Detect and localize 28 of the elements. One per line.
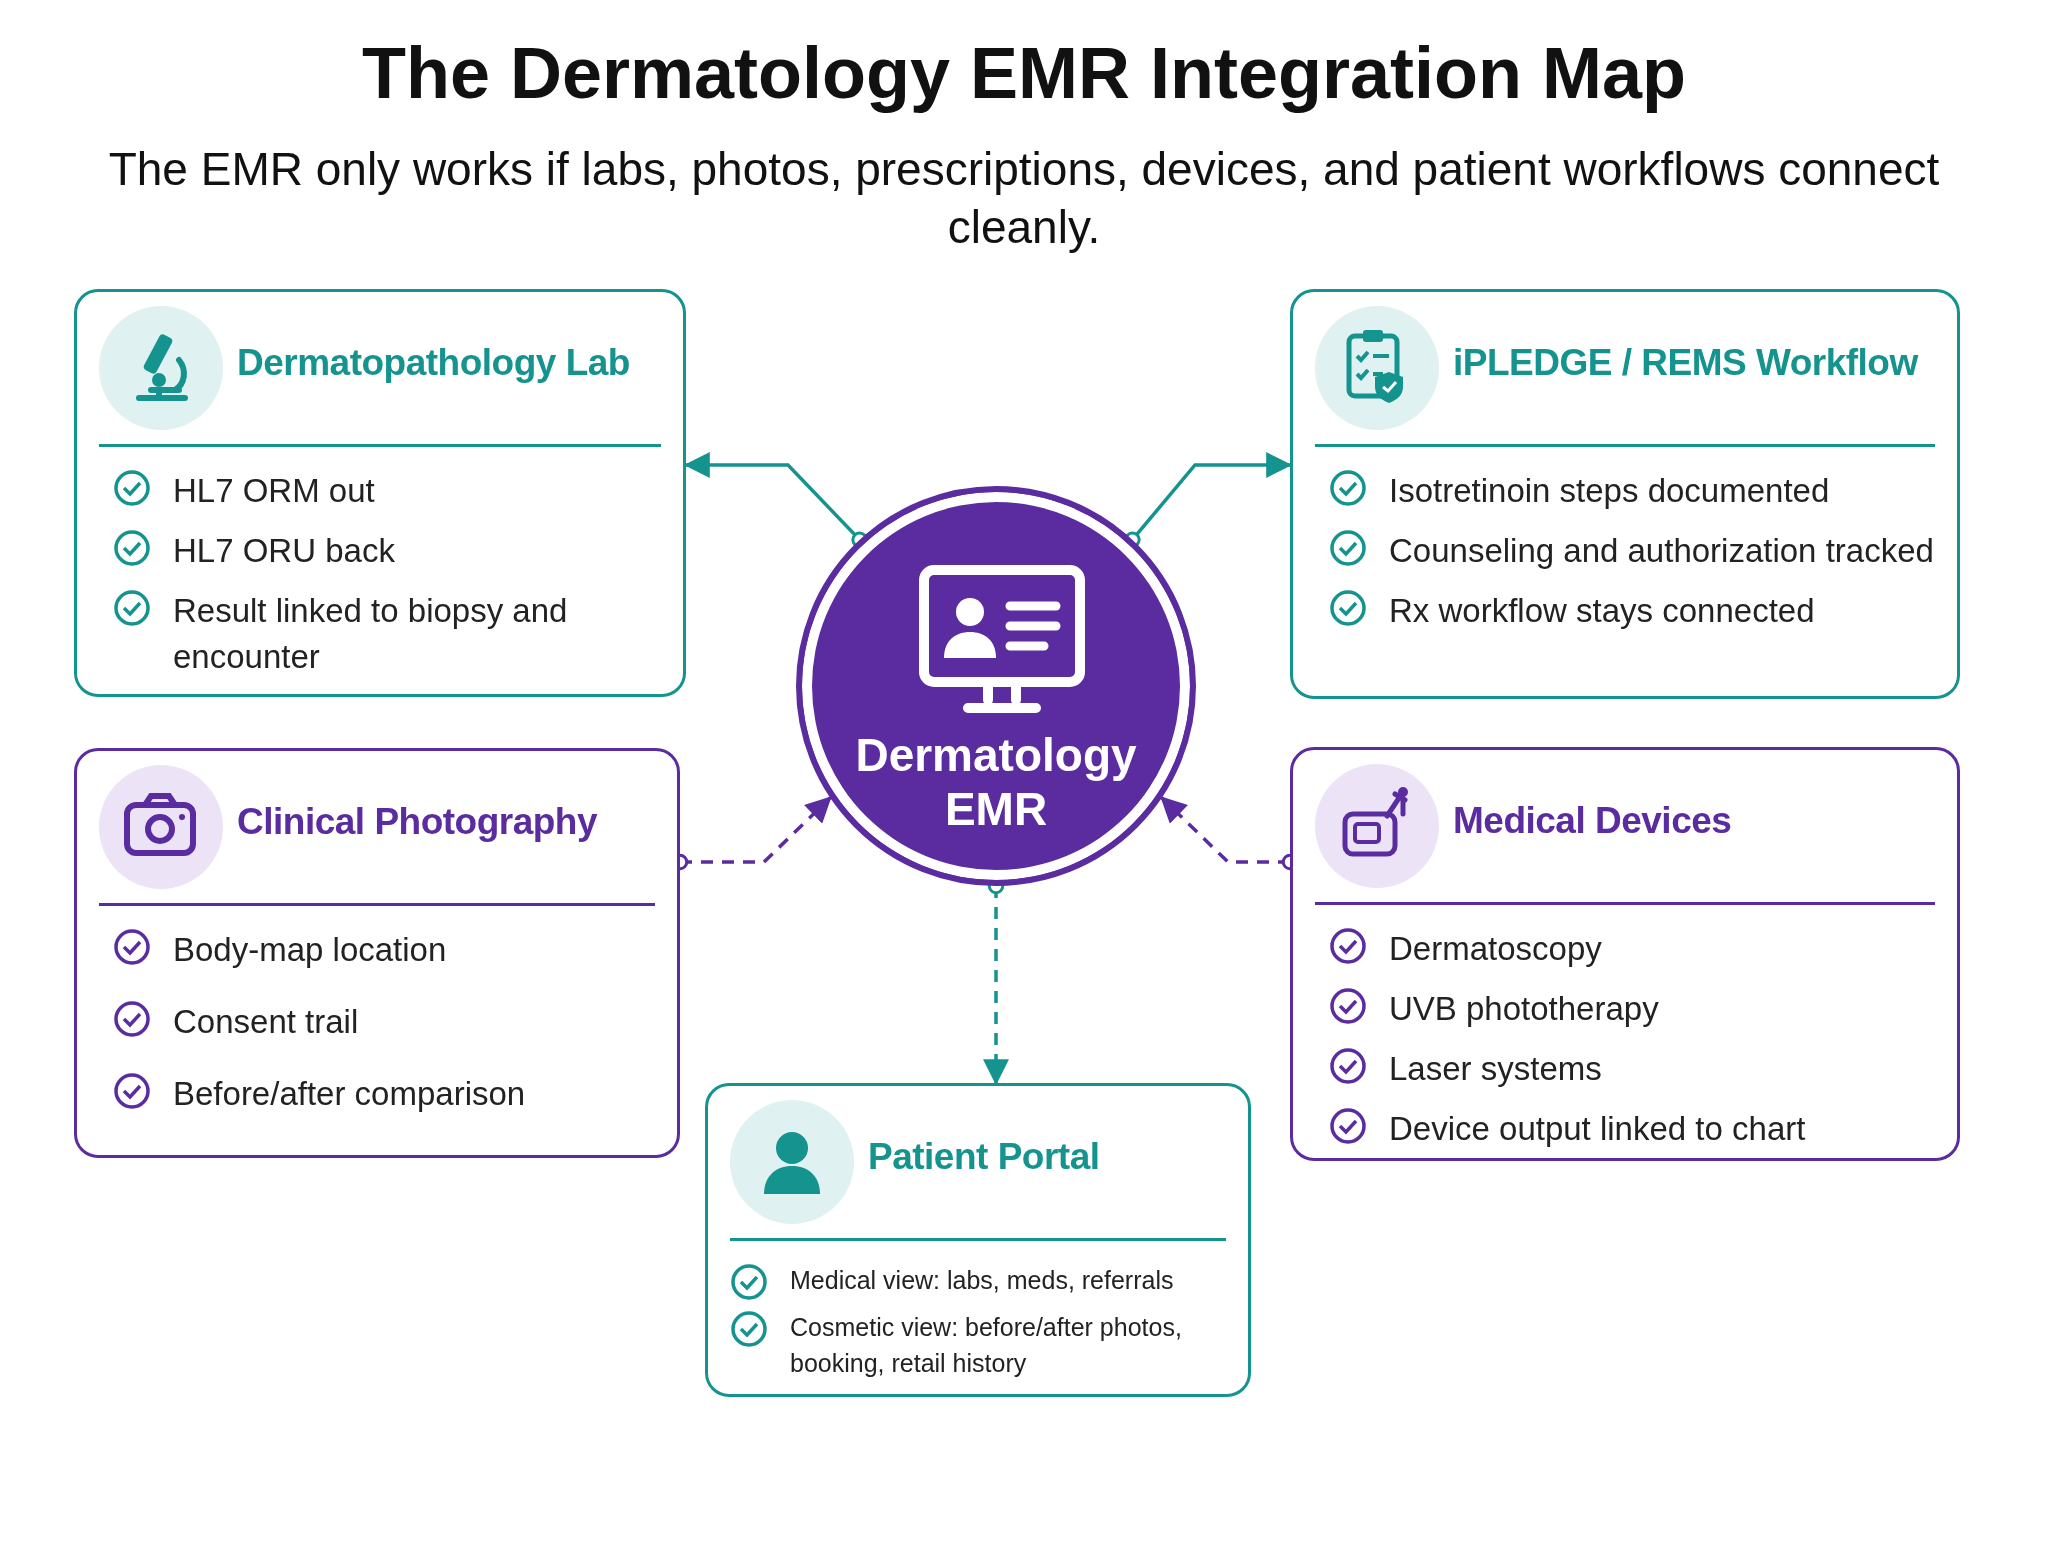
integration-card (1290, 747, 1960, 1161)
item-text: Before/after comparison (173, 1074, 526, 1114)
item-text: Cosmetic view: before/after photos, booking, retail history (790, 1312, 1183, 1379)
item-text: Isotretinoin steps documented (1389, 471, 1830, 511)
item-text: Result linked to biopsy and encounter (173, 591, 569, 677)
item-text: Laser systems (1389, 1049, 1602, 1089)
title: The Dermatology EMR Integration Map (360, 32, 1688, 114)
integration-card (74, 748, 680, 1158)
item-text: HL7 ORU back (173, 531, 395, 571)
subtitle: The EMR only works if labs, photos, prescriptions, devices, and patient workflows connect cleanly. (107, 142, 1941, 255)
item-text: HL7 ORM out (173, 471, 375, 511)
item-text: Body-map location (173, 930, 447, 970)
item-text: Counseling and authorization tracked (1389, 531, 1934, 571)
card-heading: Patient Portal (868, 1136, 1100, 1178)
item-text: Medical view: labs, meds, referrals (790, 1265, 1174, 1296)
card-heading: iPLEDGE / REMS Workflow (1453, 342, 1918, 384)
integration-card (74, 289, 686, 697)
item-text: Dermatoscopy (1389, 929, 1602, 969)
item-text: Rx workflow stays connected (1389, 591, 1815, 631)
card-heading: Clinical Photography (237, 801, 598, 843)
item-text: Device output linked to chart (1389, 1109, 1806, 1149)
hub-label: Dermatology EMR (854, 728, 1138, 836)
integration-card (1290, 289, 1960, 699)
card-heading: Dermatopathology Lab (237, 342, 630, 384)
card-heading: Medical Devices (1453, 800, 1732, 842)
item-text: UVB phototherapy (1389, 989, 1659, 1029)
item-text: Consent trail (173, 1002, 359, 1042)
integration-card (705, 1083, 1251, 1397)
